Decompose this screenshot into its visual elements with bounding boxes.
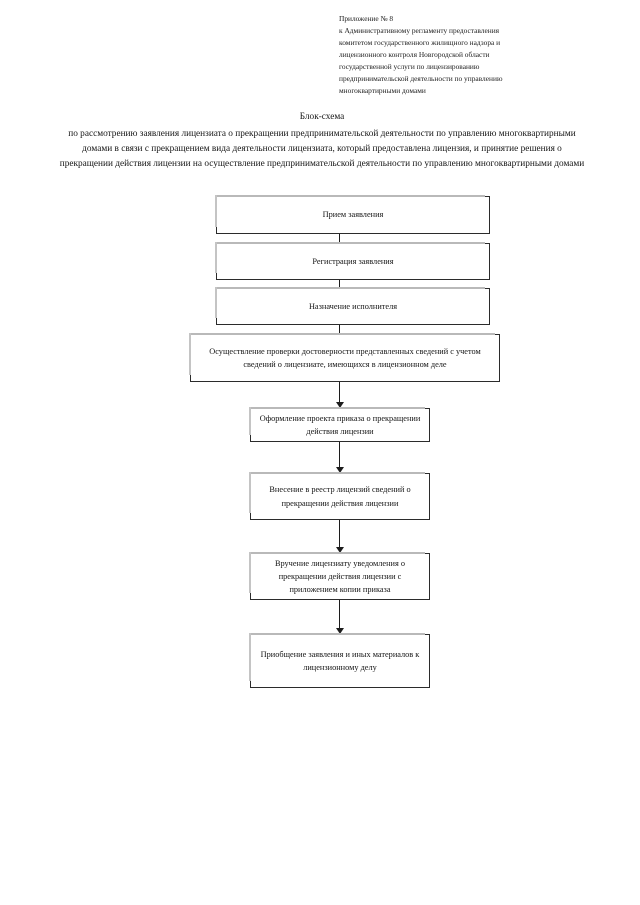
flow-node-1-label: Прием заявления — [322, 210, 384, 220]
appendix-reference-block: Приложение № 8 к Административному регла… — [339, 13, 604, 97]
arrow-shaft — [339, 600, 340, 629]
flow-node-3: Назначение исполнителя — [215, 287, 490, 325]
appendix-line-5: государственной услуги по лицензированию — [339, 61, 480, 71]
arrow-shaft — [339, 442, 340, 468]
appendix-line-1: Приложение № 8 — [339, 14, 394, 23]
flow-node-5-label: Оформление проекта приказа о прекращении… — [259, 413, 421, 436]
arrow-shaft — [339, 520, 340, 548]
flow-node-2: Регистрация заявления — [215, 242, 490, 280]
flow-node-2-label: Регистрация заявления — [312, 256, 394, 266]
flow-node-1: Прием заявления — [215, 195, 490, 234]
flow-node-6-label: Внесение в реестр лицензий сведений о пр… — [269, 485, 411, 508]
appendix-line-3: комитетом государственного жилищного над… — [339, 37, 501, 47]
appendix-line-2: к Административному регламенту предостав… — [339, 25, 500, 35]
flow-node-5: Оформление проекта приказа о прекращении… — [249, 407, 430, 442]
appendix-line-4: лицензионного контроля Новгородской обла… — [339, 49, 490, 59]
flow-node-8-label: Приобщение заявления и иных материалов к… — [260, 649, 420, 672]
page-subtitle: по рассмотрению заявления лицензиата о п… — [59, 128, 585, 169]
flow-arrow-4-5 — [334, 382, 345, 408]
flow-arrow-7-8 — [334, 600, 345, 634]
flow-node-4-label: Осуществление проверки достоверности пре… — [209, 346, 481, 369]
flow-node-7-label: Вручение лицензиату уведомления о прекра… — [274, 558, 406, 595]
appendix-line-7: многоквартирными домами — [339, 85, 426, 95]
flow-node-4: Осуществление проверки достоверности пре… — [189, 333, 500, 382]
appendix-line-6: предпринимательской деятельности по упра… — [339, 73, 503, 83]
document-title-block: Блок-схема по рассмотрению заявления лиц… — [58, 112, 586, 172]
flow-node-7: Вручение лицензиату уведомления о прекра… — [249, 552, 430, 600]
flow-arrow-5-6 — [334, 442, 345, 473]
flow-node-8: Приобщение заявления и иных материалов к… — [249, 633, 430, 688]
arrow-shaft — [339, 382, 340, 403]
flow-node-3-label: Назначение исполнителя — [308, 301, 398, 311]
page-title: Блок-схема — [299, 112, 345, 122]
flow-arrow-6-7 — [334, 520, 345, 553]
flow-node-6: Внесение в реестр лицензий сведений о пр… — [249, 472, 430, 520]
